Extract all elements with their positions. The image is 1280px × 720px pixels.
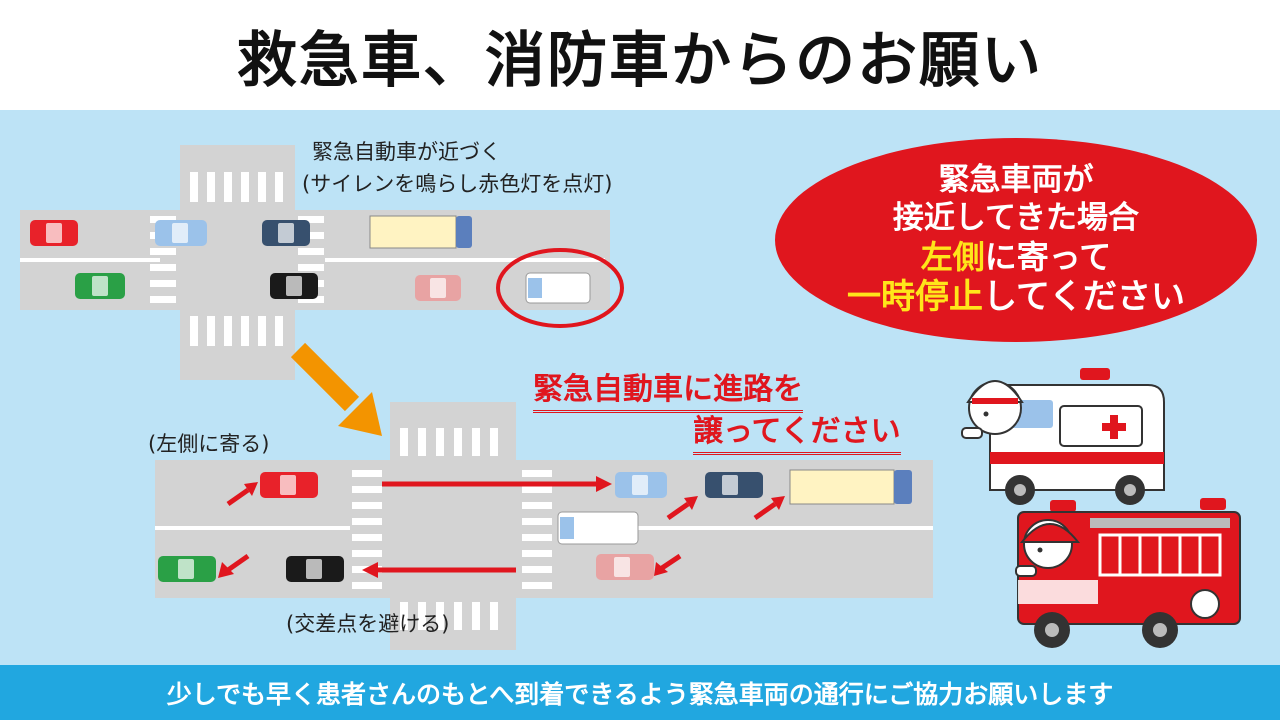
notice-line4: 一時停止してください	[847, 277, 1185, 318]
label-keep-left: (左側に寄る)	[148, 432, 270, 456]
notice-bubble: 緊急車両が 接近してきた場合 左側に寄って 一時停止してください	[775, 138, 1257, 342]
footer-banner: 少しでも早く患者さんのもとへ到着できるよう緊急車両の通行にご協力お願いします	[0, 665, 1280, 720]
car-red	[260, 472, 318, 498]
car-blue	[155, 220, 207, 246]
notice-stop-part2: 止	[949, 276, 984, 317]
car-green	[75, 273, 125, 299]
fire-engine-illustration	[1015, 498, 1241, 648]
car-green	[158, 556, 216, 582]
notice-stop-part1: 一時停	[847, 276, 950, 317]
notice-line1: 緊急車両が	[938, 161, 1094, 198]
truck	[789, 469, 912, 505]
car-black	[270, 273, 318, 299]
ambulance-topview	[557, 511, 639, 545]
car-navy	[262, 220, 310, 246]
ambulance-topview	[525, 272, 591, 304]
notice-left-side: 左側	[920, 237, 985, 276]
car-navy	[705, 472, 763, 498]
roads-diagram	[20, 145, 1241, 650]
yield-heading-line2: 譲ってください	[693, 406, 901, 455]
car-pink	[415, 275, 461, 301]
emergency-highlight-ring	[496, 248, 624, 328]
yield-heading-line1: 緊急自動車に進路を	[533, 364, 803, 413]
top-caption-line2: (サイレンを鳴らし赤色灯を点灯)	[302, 172, 613, 196]
label-avoid-intersection: (交差点を避ける)	[286, 612, 450, 636]
direction-arrow-icon	[290, 342, 382, 436]
truck	[369, 215, 472, 249]
notice-line4-rest: してください	[983, 276, 1185, 317]
page-title: 救急車、消防車からのお願い	[237, 25, 1043, 96]
car-black	[286, 556, 344, 582]
bottom-intersection	[155, 402, 933, 650]
illustration-panel: 緊急自動車が近づく (サイレンを鳴らし赤色灯を点灯) 緊急車両が 接近してきた場…	[0, 110, 1280, 665]
notice-line3-rest: に寄って	[984, 237, 1112, 276]
car-blue	[615, 472, 667, 498]
car-pink	[596, 554, 654, 580]
car-red	[30, 220, 78, 246]
top-caption-line1: 緊急自動車が近づく	[312, 140, 501, 164]
notice-line2: 接近してきた場合	[892, 199, 1140, 236]
ambulance-illustration	[961, 368, 1165, 505]
top-intersection	[20, 145, 624, 380]
notice-line3: 左側に寄って	[921, 238, 1111, 277]
